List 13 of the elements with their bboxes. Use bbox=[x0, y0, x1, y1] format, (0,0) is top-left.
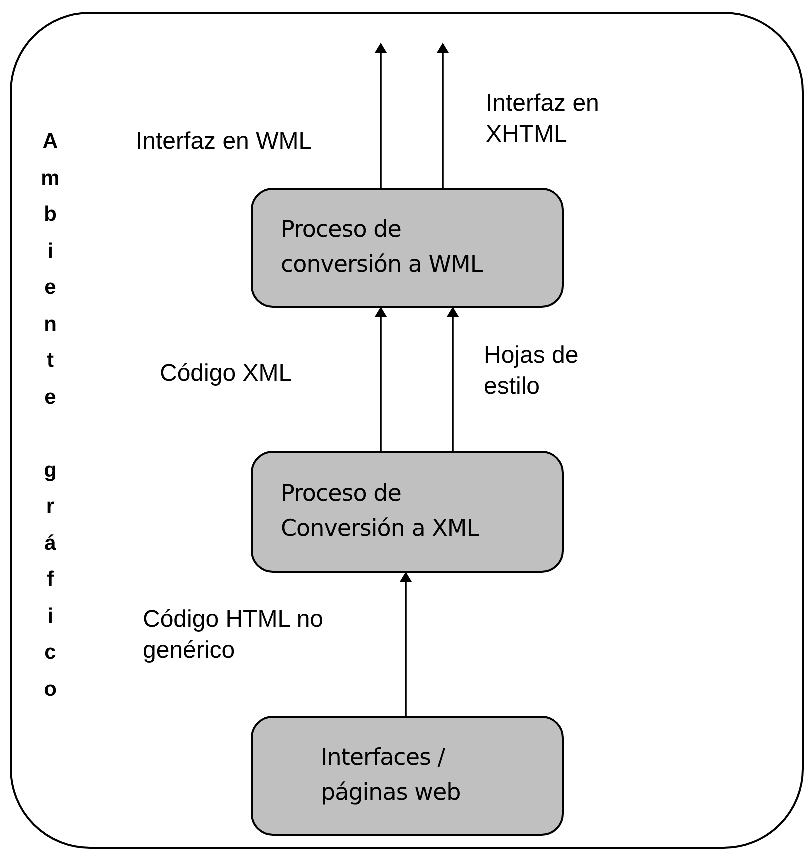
arrow bbox=[447, 307, 459, 451]
environment-frame bbox=[10, 12, 804, 849]
box-text: Interfaces / páginas web bbox=[321, 744, 462, 808]
arrow bbox=[437, 43, 449, 188]
box-text: Proceso de Conversión a XML bbox=[281, 480, 480, 544]
process-box bbox=[251, 188, 564, 308]
vertical-label: Ambiente gráfico bbox=[40, 129, 61, 702]
arrow bbox=[400, 572, 412, 716]
arrow bbox=[375, 43, 387, 188]
box-text: Proceso de conversión a WML bbox=[281, 216, 484, 280]
process-box bbox=[251, 451, 564, 573]
arrow bbox=[375, 307, 387, 451]
process-box bbox=[251, 716, 564, 836]
